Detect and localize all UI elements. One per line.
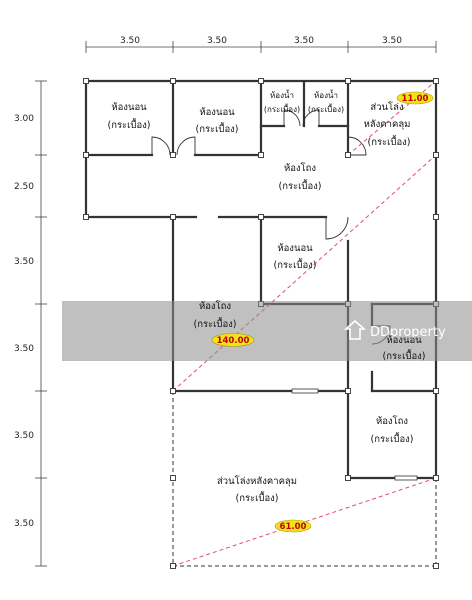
room-name-hall-right: ห้องโถง <box>376 415 408 427</box>
room-floor-covered-open-bottom: (กระเบื้อง) <box>236 491 279 504</box>
area-badge-bottom <box>274 519 312 533</box>
area-badge-main <box>211 333 255 347</box>
room-floor-bedroom-right: (กระเบื้อง) <box>383 349 426 362</box>
room-name-covered-open-top-2: หลังคาคลุม <box>364 119 411 130</box>
left-dimension-6: 3.50 <box>14 519 34 529</box>
top-dimension-line <box>85 41 437 53</box>
watermark-text: DDproperty <box>370 325 446 340</box>
top-dimension-1: 3.50 <box>120 36 140 46</box>
watermark-band <box>62 301 472 361</box>
room-floor-hall-left: (กระเบื้อง) <box>194 317 237 330</box>
wall-nodes <box>83 78 439 569</box>
top-dimension-2: 3.50 <box>207 36 227 46</box>
watermark-logo-icon <box>343 319 367 340</box>
left-dimension-1: 3.00 <box>14 114 34 124</box>
left-dimension-5: 3.50 <box>14 431 34 441</box>
room-floor-hall-top: (กระเบื้อง) <box>279 179 322 192</box>
room-floor-bath-2: (กระเบื้อง) <box>308 103 344 114</box>
area-value-bottom: 61.00 <box>280 522 307 532</box>
room-floor-bedroom-2: (กระเบื้อง) <box>196 122 239 135</box>
room-floor-hall-right: (กระเบื้อง) <box>371 432 414 445</box>
left-dimension-3: 3.50 <box>14 257 34 267</box>
room-name-hall-top: ห้องโถง <box>284 162 316 174</box>
left-dimension-line <box>35 80 47 567</box>
room-name-bedroom-center: ห้องนอน <box>277 243 313 254</box>
left-dimension-4: 3.50 <box>14 344 34 354</box>
room-name-hall-left: ห้องโถง <box>199 300 231 312</box>
room-name-bedroom-1: ห้องนอน <box>111 102 147 113</box>
top-dimension-4: 3.50 <box>382 36 402 46</box>
windows <box>291 388 418 481</box>
room-floor-bedroom-center: (กระเบื้อง) <box>274 258 317 271</box>
room-floor-bath-1: (กระเบื้อง) <box>264 103 300 114</box>
room-name-bedroom-right: ห้องนอน <box>386 335 422 346</box>
room-name-covered-open-top-1: ส่วนโล่ง <box>370 101 403 113</box>
area-value-top-right: 11.00 <box>402 94 429 104</box>
room-name-bath-2: ห้องน้ำ <box>314 89 338 100</box>
room-floor-bedroom-1: (กระเบื้อง) <box>108 118 151 131</box>
room-name-covered-open-bottom: ส่วนโล่งหลังคาคลุม <box>217 475 297 487</box>
area-badge-top-right <box>396 91 434 105</box>
room-name-bath-1: ห้องน้ำ <box>270 89 294 100</box>
room-name-bedroom-2: ห้องนอน <box>199 107 235 118</box>
top-dimension-3: 3.50 <box>294 36 314 46</box>
left-dimension-2: 2.50 <box>14 182 34 192</box>
area-value-main: 140.00 <box>217 336 250 346</box>
room-floor-covered-open-top: (กระเบื้อง) <box>368 135 411 148</box>
